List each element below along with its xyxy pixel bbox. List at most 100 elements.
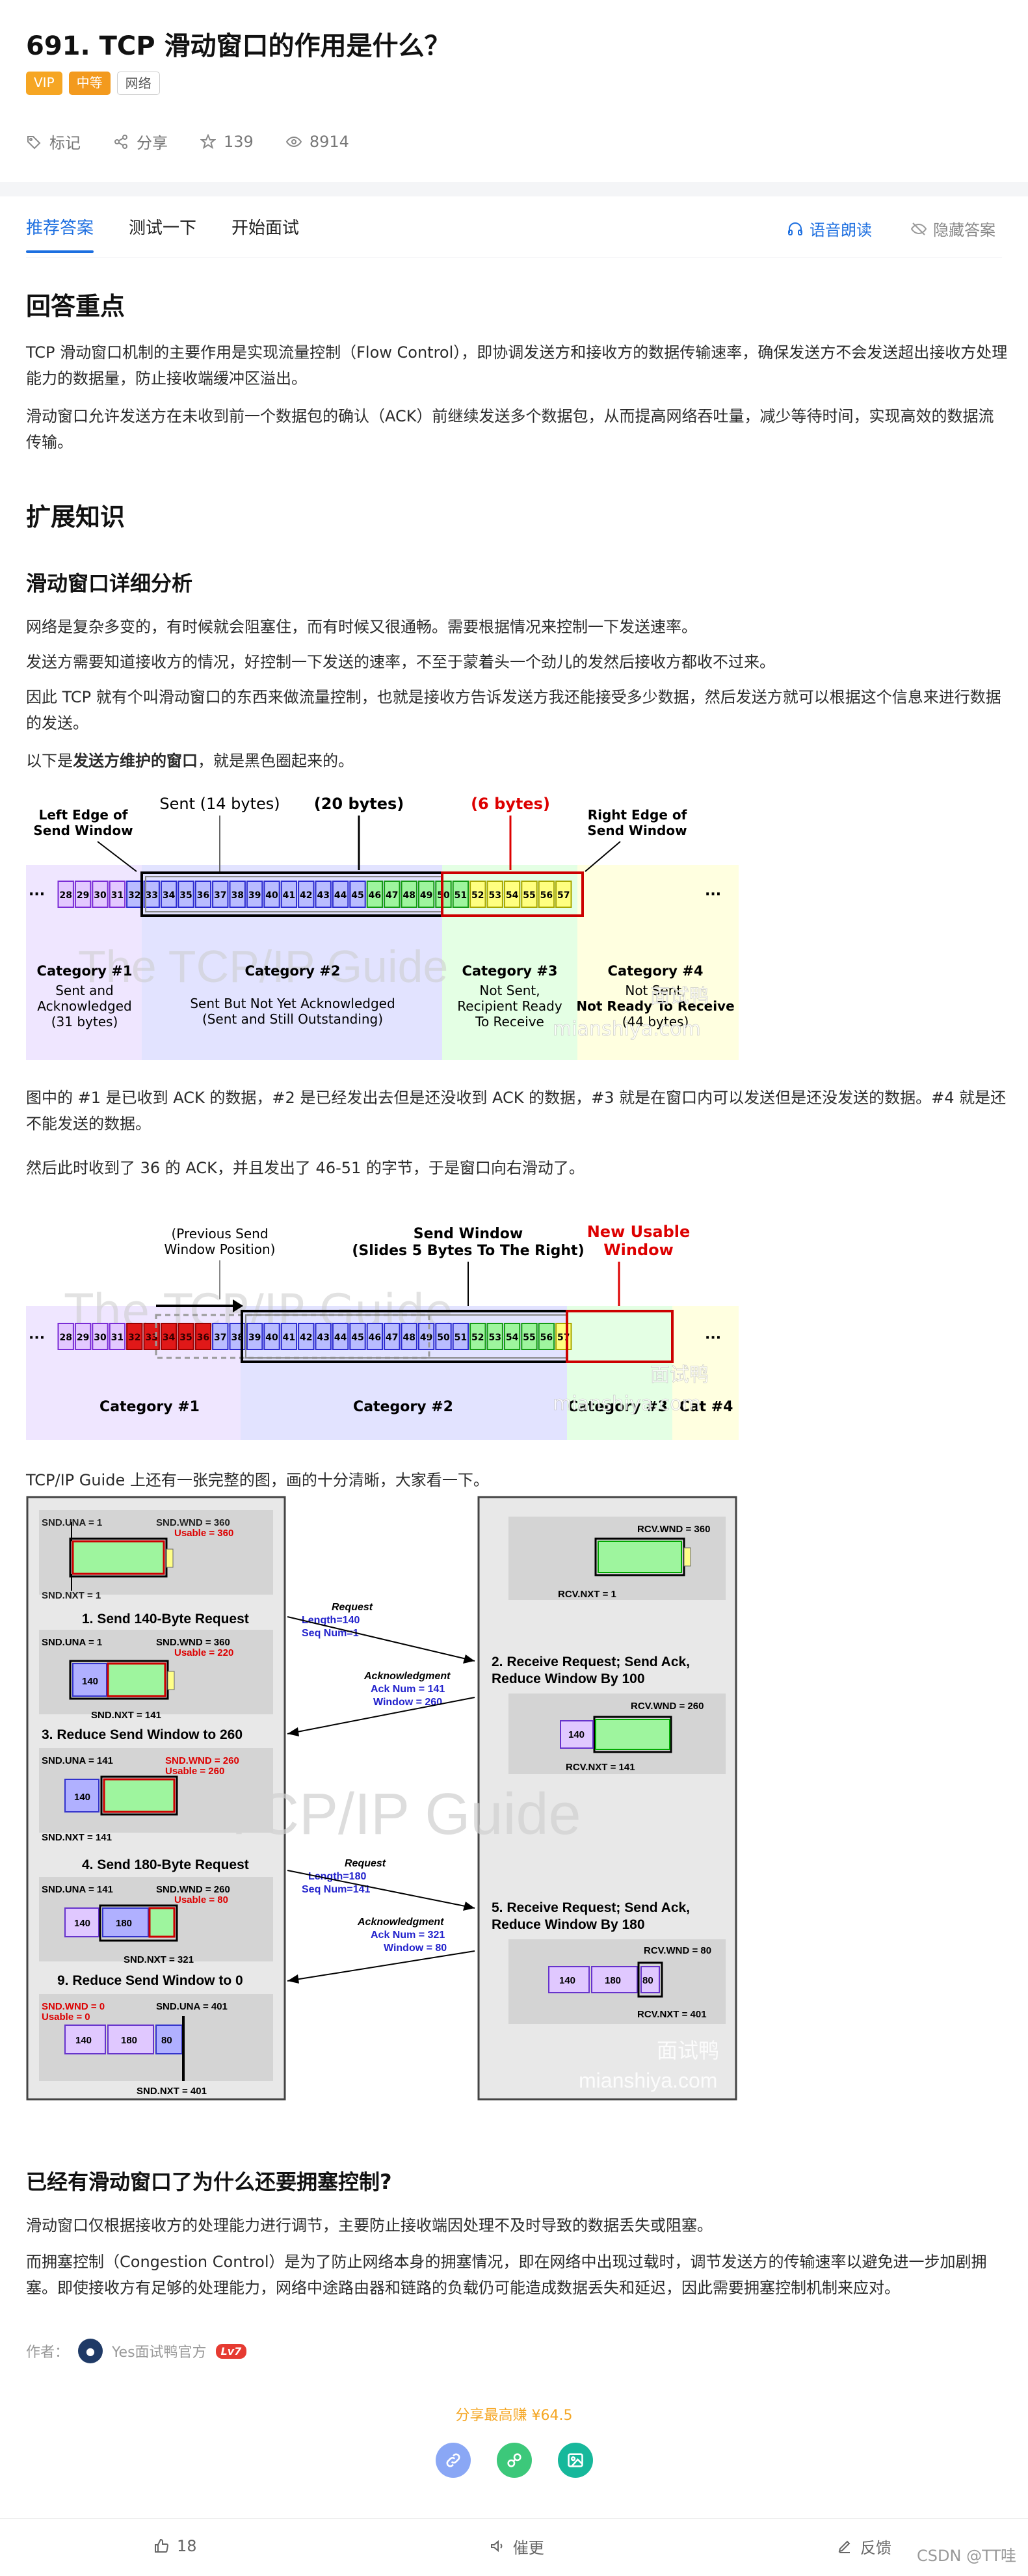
s3-una: SND.UNA = 141 [42,1755,113,1766]
wechat-icon [507,2453,521,2467]
s9-seg1-label: 140 [75,2035,92,2046]
s9-seg2 [107,2025,154,2054]
mark-button[interactable]: 标记 [26,130,81,153]
send-window-label-2: (Slides 5 Bytes To The Right) [352,1243,584,1259]
feedback-button[interactable]: 反馈 [837,2530,891,2562]
tab-start-interview[interactable]: 开始面试 [231,219,300,238]
congestion-paragraph-2: 而拥塞控制（Congestion Control）是为了防止网络本身的拥塞情况，… [26,2253,987,2297]
byte-cell [160,881,178,908]
byte-cell-number: 43 [317,890,329,901]
byte-cell-number: 28 [59,1333,72,1343]
ack1-line1: Acknowledgment [363,1671,451,1682]
author-avatar[interactable]: ● [78,2339,103,2363]
right-edge-label-1: Right Edge of [588,807,687,823]
byte-cell [280,1323,298,1350]
s2-una: SND.UNA = 1 [42,1637,102,1648]
byte-cell-number: 40 [265,890,278,901]
voice-read-button[interactable]: 语音朗读 [787,217,872,240]
byte-cell [178,881,194,908]
prev-window-label-1: (Previous Send [171,1226,268,1242]
detail-paragraph-3: 因此 TCP 就有个叫滑动窗口的东西来做流量控制，也就是接收方告诉发送方我还能接… [26,688,1001,732]
link-icon [446,2453,460,2467]
urge-button[interactable]: 催更 [490,2530,544,2562]
s3-usable: Usable = 260 [165,1766,224,1777]
question-stats: 标记 分享 139 8914 [26,130,349,153]
byte-cell [57,881,74,908]
diagram2-wm-cn: 面试鸭 [650,1364,709,1387]
byte-cell-number: 35 [179,1333,192,1343]
tcp-flow-diagram: TCP/IP Guide SND.UNA = 1 SND.WND = 360 U… [26,1496,739,2101]
r0-usable-box [598,1541,682,1573]
byte-cell-number: 47 [386,1333,398,1343]
tab-test[interactable]: 测试一下 [129,219,197,238]
detail-paragraph-4: 以下是发送方维护的窗口，就是黑色圈起来的。 [26,748,1008,774]
cat1-title: Category #1 [37,963,133,979]
byte-cell-number: 37 [214,890,226,901]
r2-wnd: RCV.WND = 260 [631,1701,704,1712]
byte-cell [298,881,315,908]
byte-cell [401,1323,417,1350]
req1-line2: Length=140 [302,1615,360,1626]
csdn-watermark: CSDN @TT哇 [917,2547,1016,2565]
byte-cell [366,1323,384,1350]
mark-label: 标记 [49,134,81,152]
share-wechat-button[interactable] [496,2443,532,2478]
like-button[interactable]: 18 [153,2530,197,2562]
share-reward-text: 分享最高赚 ¥64.5 [455,2408,573,2424]
s4-seg2 [102,1907,149,1937]
r2-usable-box [595,1719,670,1750]
author-info: 作者： ● Yes面试鸭官方 Lv7 [26,2339,247,2363]
byte-cell [263,881,280,908]
s3-usable-box [103,1778,176,1813]
step9-label: 9. Reduce Send Window to 0 [57,1973,243,1988]
detail-p4-bold: 发送方维护的窗口 [73,752,198,770]
tab-recommended-answer[interactable]: 推荐答案 [26,215,94,253]
d2-cat1-label: Category #1 [99,1399,200,1415]
key-paragraph-2: 滑动窗口允许发送方在未收到前一个数据包的确认（ACK）前继续发送多个数据包，从而… [26,407,994,451]
byte-cell-number: 33 [145,1333,157,1343]
tcp-flow-svg: TCP/IP Guide SND.UNA = 1 SND.WND = 360 U… [26,1496,737,2101]
share-link-button[interactable] [435,2443,471,2478]
cat2-line2: (Sent and Still Outstanding) [202,1011,383,1027]
share-button[interactable]: 分享 [113,130,168,153]
ack1-arrow [287,1697,475,1734]
urge-label: 催更 [512,2538,544,2557]
cat1-line2: Acknowledged [37,998,131,1014]
byte-cell-number: 39 [248,890,261,901]
byte-cell-number: 42 [300,890,312,901]
left-edge-label-2: Send Window [33,823,133,838]
author-name[interactable]: Yes面试鸭官方 [112,2344,207,2361]
byte-cell-number: 29 [77,890,89,901]
hide-answer-label: 隐藏答案 [933,221,995,239]
r0-wnd: RCV.WND = 360 [637,1524,710,1535]
byte-cell [315,1323,332,1350]
byte-cell [178,1323,194,1350]
cat2-title: Category #2 [245,963,341,979]
byte-cell-number: 49 [420,890,432,901]
star-icon [200,133,216,149]
byte-cell [74,1323,92,1350]
d2-cat2-label: Category #2 [353,1399,453,1415]
feedback-label: 反馈 [860,2538,891,2557]
tag-network[interactable]: 网络 [116,72,160,95]
byte-cell [92,1323,109,1350]
sent-label: Sent (14 bytes) [159,795,280,813]
byte-cell [143,881,160,908]
byte-cell [452,881,469,908]
diagram2-wm-url: mianshiya.com [553,1392,701,1415]
author-level-badge: Lv7 [215,2343,247,2359]
star-button[interactable]: 139 [200,133,254,151]
cat3-line2: Recipient Ready [457,998,562,1014]
byte-cell [298,1323,315,1350]
cat3-line3: To Receive [475,1014,544,1029]
hide-answer-button[interactable]: 隐藏答案 [911,217,995,240]
s2-tail [167,1671,175,1690]
s9-seg3 [155,2025,183,2054]
req1-arrow-head [463,1654,475,1664]
s4-wnd: SND.WND = 260 [156,1884,230,1895]
cat3-line1: Not Sent, [479,983,540,998]
prev-window-label-2: Window Position) [165,1242,276,1257]
byte-cell-number: 45 [351,890,363,901]
share-image-button[interactable] [557,2443,593,2478]
